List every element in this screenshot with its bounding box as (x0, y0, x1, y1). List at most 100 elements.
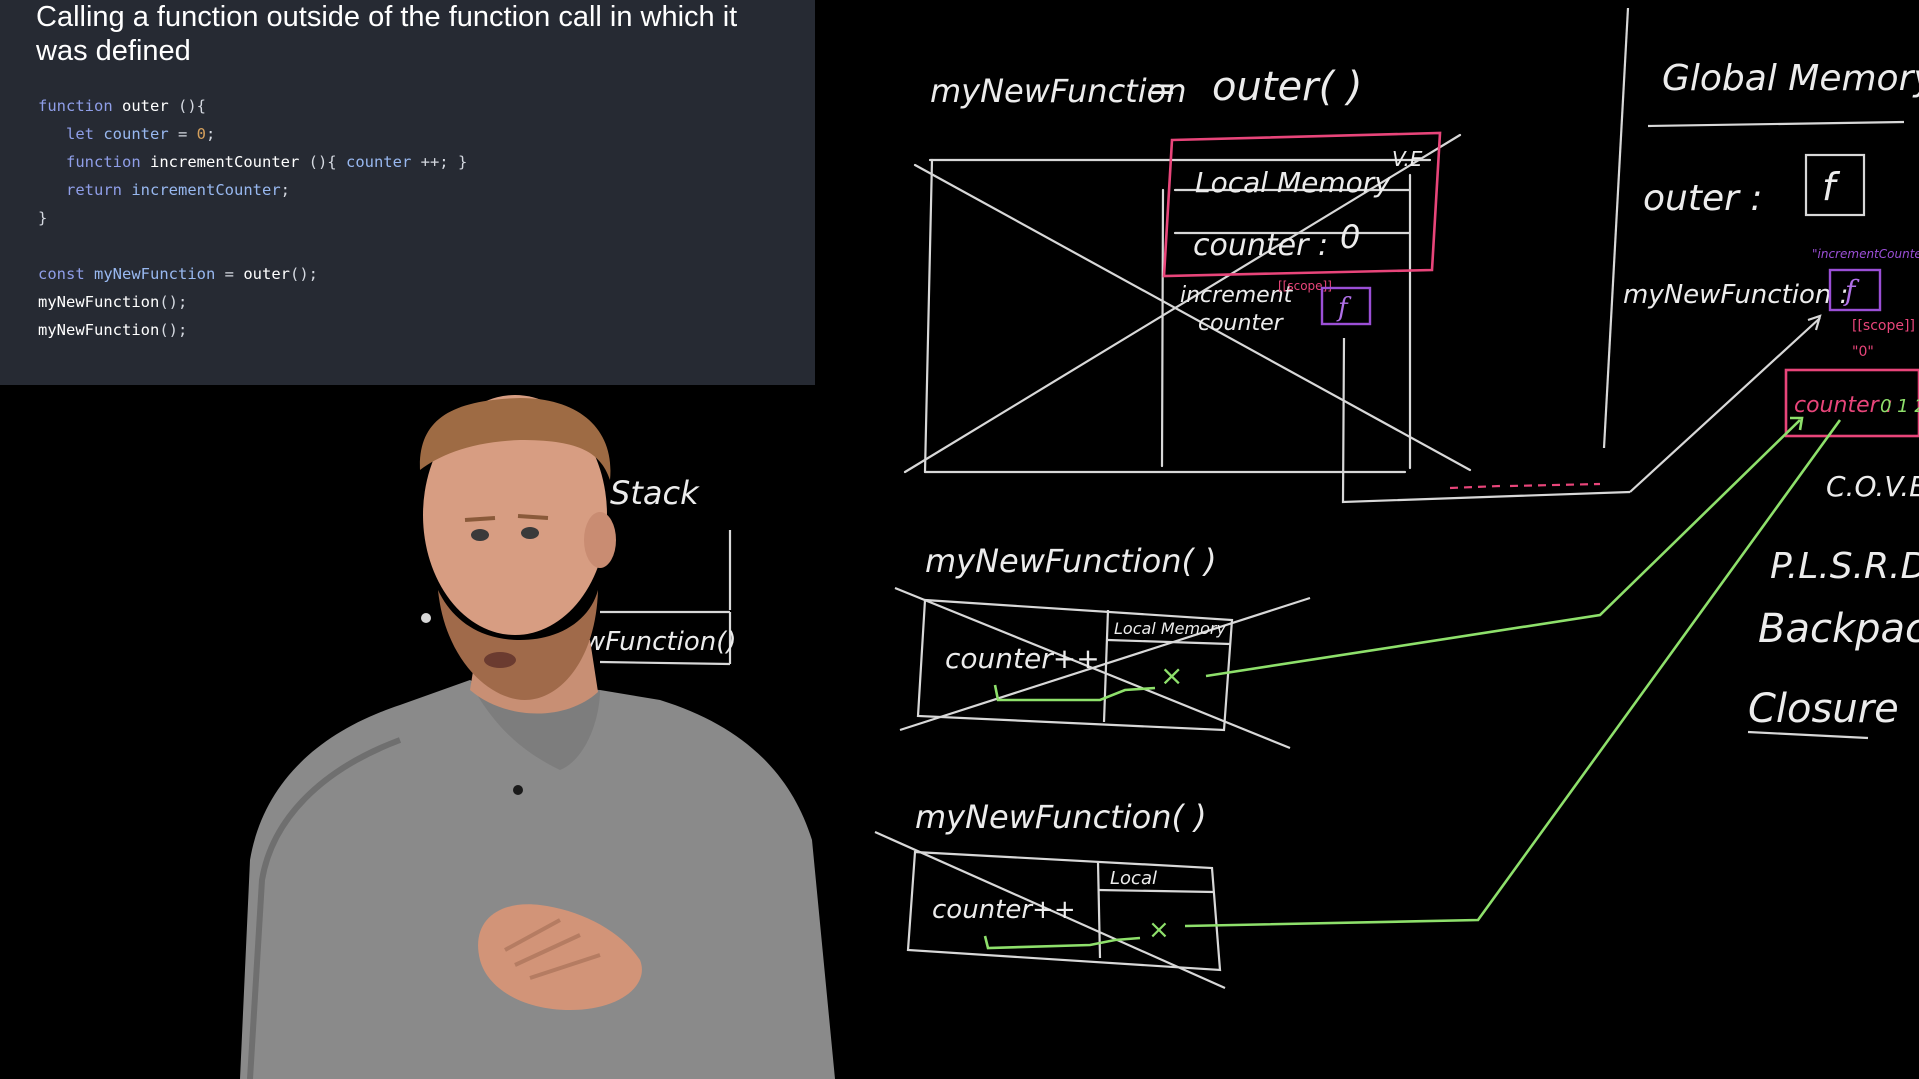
global-purple-f-box (1828, 268, 1882, 312)
code-token: (); (159, 293, 188, 311)
outer-f-box (1804, 153, 1866, 217)
local-memory-box (1162, 131, 1442, 278)
pink-dash (1449, 482, 1601, 490)
call-1-green-arrow (993, 416, 1804, 702)
code-token: (){ (299, 153, 346, 171)
presenter-head (423, 395, 607, 635)
code-token: myNewFunction (94, 265, 216, 283)
backpack-box (1784, 368, 1919, 438)
f-pointer-line (1341, 314, 1822, 504)
code-token (38, 181, 66, 199)
outer-execution-context (903, 133, 1472, 474)
plsrd-label: P.L.S.R.D (1770, 546, 1919, 587)
code-token: incrementCounter (150, 153, 300, 171)
global-purple-f: f (1843, 274, 1860, 307)
presenter-hair (419, 398, 611, 480)
call-1-context (894, 586, 1311, 750)
code-token (122, 181, 131, 199)
code-token: const (38, 265, 85, 283)
global-memory-title: Global Memory (1662, 58, 1919, 99)
call-stack-entry: wFunction() (584, 627, 737, 657)
outer-label: outer : (1643, 178, 1762, 219)
code-line: } (38, 204, 467, 232)
purple-f-symbol: f (1336, 293, 1352, 323)
cove-label: C.O.V.E (1826, 470, 1919, 503)
counter-sublabel: counter (1198, 311, 1285, 336)
backpack-counter-label: counter : (1794, 393, 1893, 418)
presenter-hands (478, 904, 642, 1010)
local-memory-label: Local Memory (1195, 166, 1391, 199)
outer-f-symbol: f (1822, 165, 1841, 209)
code-token (38, 125, 66, 143)
code-token (85, 265, 94, 283)
code-token: counter (345, 153, 412, 171)
scope-value-right: "0" (1852, 344, 1874, 360)
call-2-green-arrow (983, 419, 1842, 950)
code-token: 0 (196, 125, 207, 143)
code-token: outer (122, 97, 169, 115)
presenter-beard (438, 590, 598, 700)
code-token: (); (159, 321, 188, 339)
code-token: ++; } (411, 153, 468, 171)
code-token: (){ (168, 97, 206, 115)
ve-label: V.E (1392, 147, 1423, 171)
top-label-mynewfunction: myNewFunction (930, 72, 1186, 110)
call-1-local: Local Memory (1114, 619, 1226, 638)
code-line: function incrementCounter (){ counter ++… (38, 148, 467, 176)
code-token: counter (103, 125, 169, 143)
counter-label: counter : (1193, 228, 1328, 263)
code-token: ; (206, 125, 216, 143)
code-token: myNewFunction (38, 321, 160, 339)
code-line: let counter = 0; (38, 120, 467, 148)
code-token: ; (280, 181, 290, 199)
call-2-body: counter++ (932, 895, 1076, 925)
code-token: = (215, 265, 244, 283)
top-equals: = (1148, 69, 1177, 109)
code-token: let (66, 125, 94, 143)
increment-counter-tiny: "incrementCounter" (1812, 247, 1919, 261)
scope-tag: [[scope]] (1278, 279, 1332, 293)
global-divider (1602, 7, 1630, 449)
code-token: incrementCounter (131, 181, 281, 199)
panel-title: Calling a function outside of the functi… (36, 1, 738, 67)
code-token (141, 153, 150, 171)
code-token (94, 125, 103, 143)
call-2-local: Local (1110, 868, 1157, 889)
call-2-x: × (1148, 915, 1170, 945)
backpack-label: Backpack (1758, 606, 1919, 652)
top-outer-call: outer( ) (1212, 64, 1363, 110)
code-line: myNewFunction(); (38, 288, 467, 316)
purple-f-box (1320, 286, 1372, 326)
mynewfunction-label: myNewFunction : (1623, 280, 1848, 310)
code-token: } (38, 209, 48, 227)
call-stack-box (599, 530, 732, 666)
code-token: (); (290, 265, 319, 283)
call-2-context (874, 830, 1226, 990)
call-1-x: × (1160, 659, 1183, 692)
code-token: myNewFunction (38, 293, 160, 311)
closure-label: Closure (1748, 686, 1899, 732)
call-1-body: counter++ (945, 642, 1100, 675)
code-token (113, 97, 122, 115)
code-token (38, 153, 66, 171)
code-line: function outer (){ (38, 92, 467, 120)
backpack-counter-values: 0 1 2 (1880, 396, 1919, 417)
call-stack-label: Stack (610, 474, 700, 512)
code-token: = (168, 125, 197, 143)
code-panel: Calling a function outside of the functi… (0, 0, 815, 385)
code-token: return (66, 181, 122, 199)
scope-tag-right: [[scope]] (1852, 318, 1915, 334)
code-token: function (38, 97, 113, 115)
counter-value: 0 (1340, 218, 1360, 256)
code-line: myNewFunction(); (38, 316, 467, 344)
code-line (38, 232, 467, 260)
presenter-sweater (240, 680, 835, 1079)
increment-label: increment (1180, 283, 1294, 308)
closure-underline (1747, 730, 1869, 740)
code-block: function outer (){ let counter = 0; func… (38, 92, 467, 344)
code-token: outer (243, 265, 291, 283)
code-line: const myNewFunction = outer(); (38, 260, 467, 288)
code-line: return incrementCounter; (38, 176, 467, 204)
call-1-label: myNewFunction( ) (925, 542, 1217, 580)
